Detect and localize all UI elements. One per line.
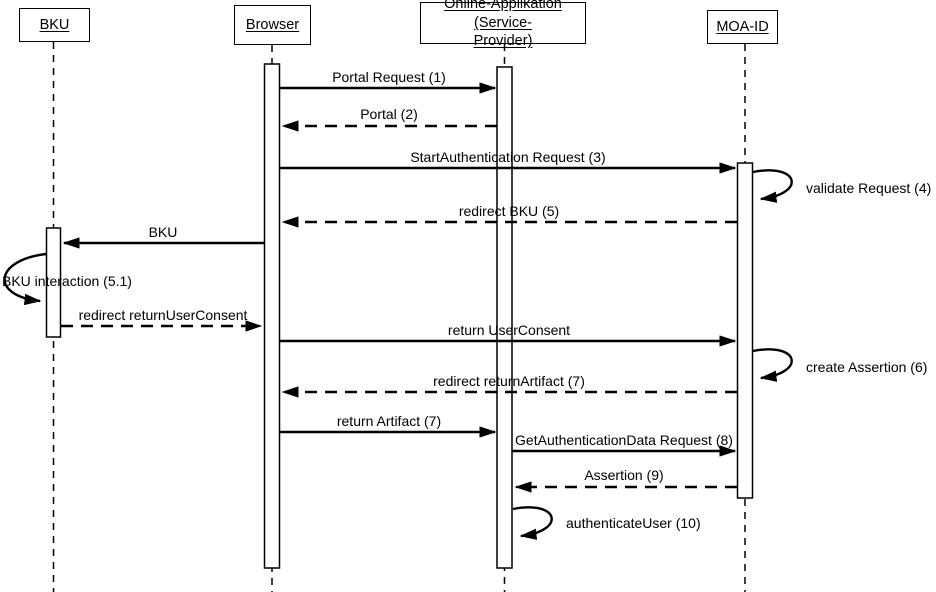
label-start-authentication-request: StartAuthentication Request (3) <box>410 149 605 165</box>
arrow-authenticate-user-self-loop <box>512 506 553 540</box>
activation-bku <box>45 227 62 338</box>
label-bku: BKU <box>149 224 178 240</box>
actor-label-online-application-line2: Provider) <box>473 33 533 50</box>
actor-box-online-application: Online-Applikation (Service- Provider) <box>420 0 586 49</box>
label-redirect-bku: redirect BKU (5) <box>459 203 559 219</box>
label-redirect-return-user-consent: redirect returnUserConsent <box>79 307 248 323</box>
label-portal-request: Portal Request (1) <box>332 69 446 85</box>
label-validate-request: validate Request (4) <box>806 180 931 196</box>
actor-box-browser: Browser <box>234 5 311 45</box>
actor-label-online-application-line1: Online-Applikation (Service- <box>444 0 562 31</box>
label-get-authentication-data-request: GetAuthenticationData Request (8) <box>515 432 733 448</box>
label-assertion: Assertion (9) <box>584 467 663 483</box>
label-bku-interaction: BKU interaction (5.1) <box>2 273 132 289</box>
actor-box-moa-id: MOA-ID <box>707 10 778 44</box>
actor-box-bku: BKU <box>19 8 90 42</box>
label-return-artifact: return Artifact (7) <box>337 413 441 429</box>
arrow-create-assertion-self-loop <box>752 348 793 382</box>
actor-label-browser: Browser <box>245 16 300 33</box>
activation-online-application <box>496 66 513 569</box>
label-create-assertion: create Assertion (6) <box>806 359 927 375</box>
actor-label-bku: BKU <box>39 16 70 33</box>
label-portal-response: Portal (2) <box>360 106 418 122</box>
actor-label-moa-id: MOA-ID <box>716 18 769 35</box>
label-redirect-return-artifact: redirect returnArtifact (7) <box>433 373 585 389</box>
arrow-bku-interaction-self-loop <box>3 252 47 306</box>
activation-browser <box>263 63 281 569</box>
activation-moa-id <box>736 162 754 499</box>
label-return-user-consent: return UserConsent <box>448 322 570 338</box>
arrow-validate-request-self-loop <box>752 169 793 203</box>
label-authenticate-user: authenticateUser (10) <box>566 515 701 531</box>
